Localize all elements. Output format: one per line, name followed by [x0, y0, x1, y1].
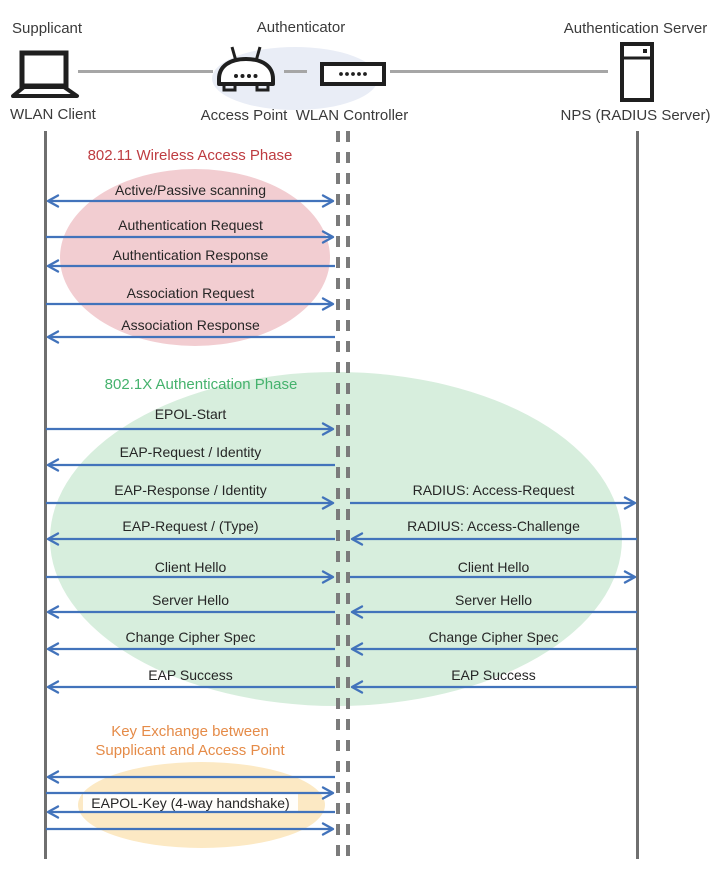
message-text: Client Hello — [457, 559, 530, 575]
arrow-right-client-hello — [46, 570, 335, 584]
phase-title-key-exchange: Key Exchange between Supplicant and Acce… — [75, 722, 305, 760]
laptop-icon — [11, 50, 79, 98]
device-nps-radius-server: NPS (RADIUS Server) — [560, 107, 711, 124]
phase-title-8021x-authentication: 802.1X Authentication Phase — [104, 376, 298, 393]
message-text: EAP-Request / Identity — [119, 444, 262, 460]
arrow-left-eap-request-type — [46, 532, 335, 546]
message-text: EAP-Request / (Type) — [122, 518, 259, 534]
connector-line-ap-controller — [284, 70, 307, 73]
phase-title-key-exchange-line1: Key Exchange between — [111, 723, 269, 740]
message-label-eapol-key-4-way-handshake: EAPOL-Key (4-way handshake) — [46, 794, 335, 812]
message-text: EAP Success — [451, 667, 536, 683]
arrow-left-eap-success — [46, 680, 335, 694]
message-label-association-request: Association Request — [46, 285, 335, 301]
arrow-left-association-response — [46, 330, 335, 344]
arrow-left-change-cipher-spec — [350, 642, 637, 656]
phase-title-key-exchange-line2: Supplicant and Access Point — [95, 742, 285, 759]
network-switch-icon — [320, 62, 386, 86]
device-wlan-client: WLAN Client — [10, 106, 96, 123]
arrow-left-eapol-key-4-way-handshake — [46, 805, 335, 819]
message-label-eap-response-identity: EAP-Response / Identity — [46, 482, 335, 498]
message-label-change-cipher-spec: Change Cipher Spec — [350, 629, 637, 645]
server-icon — [620, 42, 654, 102]
message-text: Authentication Response — [112, 247, 269, 263]
message-text: Change Cipher Spec — [428, 629, 559, 645]
message-text: Client Hello — [154, 559, 227, 575]
message-text: Association Request — [126, 285, 255, 301]
arrow-left-13 — [46, 770, 335, 784]
message-label-eap-success: EAP Success — [46, 667, 335, 683]
message-text: Active/Passive scanning — [115, 182, 266, 198]
message-label-eap-request-identity: EAP-Request / Identity — [46, 444, 335, 460]
message-label-association-response: Association Response — [46, 317, 335, 333]
message-text: RADIUS: Access-Challenge — [407, 518, 580, 534]
arrow-right-eap-response-identity — [46, 496, 335, 510]
message-label-client-hello: Client Hello — [46, 559, 335, 575]
message-text: EPOL-Start — [154, 406, 227, 422]
message-text: EAPOL-Key (4-way handshake) — [83, 794, 298, 812]
device-access-point: Access Point — [200, 107, 288, 124]
arrow-right-14 — [46, 786, 335, 800]
message-label-radius-access-request: RADIUS: Access-Request — [350, 482, 637, 498]
phase-ellipse-80211-wireless-access — [60, 169, 330, 346]
message-label-client-hello: Client Hello — [350, 559, 637, 575]
arrow-left-server-hello — [46, 605, 335, 619]
access-point-icon — [217, 46, 275, 92]
message-text: Server Hello — [151, 592, 230, 608]
message-label-authentication-request: Authentication Request — [46, 217, 335, 233]
role-authentication-server: Authentication Server — [563, 20, 708, 37]
message-label-server-hello: Server Hello — [46, 592, 335, 608]
arrow-left-change-cipher-spec — [46, 642, 335, 656]
message-label-epol-start: EPOL-Start — [46, 406, 335, 422]
device-wlan-controller: WLAN Controller — [295, 107, 409, 124]
role-supplicant: Supplicant — [12, 20, 83, 37]
message-text: Change Cipher Spec — [125, 629, 256, 645]
message-text: RADIUS: Access-Request — [412, 482, 575, 498]
lifeline-wlan-controller-right — [346, 131, 350, 859]
message-label-radius-access-challenge: RADIUS: Access-Challenge — [350, 518, 637, 534]
connector-line-client-ap — [78, 70, 213, 73]
connector-line-controller-server — [390, 70, 608, 73]
message-label-server-hello: Server Hello — [350, 592, 637, 608]
message-label-change-cipher-spec: Change Cipher Spec — [46, 629, 335, 645]
arrow-right-epol-start — [46, 422, 335, 436]
arrow-left-server-hello — [350, 605, 637, 619]
message-label-authentication-response: Authentication Response — [46, 247, 335, 263]
role-authenticator: Authenticator — [256, 19, 346, 36]
message-label-active-passive-scanning: Active/Passive scanning — [46, 182, 335, 198]
arrow-right-16 — [46, 822, 335, 836]
message-text: EAP-Response / Identity — [114, 482, 267, 498]
arrow-left-radius-access-challenge — [350, 532, 637, 546]
arrow-right-authentication-request — [46, 230, 335, 244]
arrow-right-association-request — [46, 297, 335, 311]
message-text: Association Response — [121, 317, 260, 333]
arrow-right-client-hello — [350, 570, 637, 584]
arrow-left-eap-request-identity — [46, 458, 335, 472]
arrow-left-authentication-response — [46, 259, 335, 273]
arrow-left-eap-success — [350, 680, 637, 694]
arrow-right-radius-access-request — [350, 496, 637, 510]
lifeline-nps-server — [636, 131, 639, 859]
message-text: Authentication Request — [118, 217, 263, 233]
message-label-eap-request-type: EAP-Request / (Type) — [46, 518, 335, 534]
lifeline-wlan-controller-left — [336, 131, 340, 859]
lifeline-wlan-client — [44, 131, 47, 859]
message-text: EAP Success — [148, 667, 233, 683]
message-text: Server Hello — [454, 592, 533, 608]
message-label-eap-success: EAP Success — [350, 667, 637, 683]
phase-title-80211-wireless-access: 802.11 Wireless Access Phase — [87, 147, 293, 164]
arrow-both-active-passive-scanning — [46, 194, 335, 208]
